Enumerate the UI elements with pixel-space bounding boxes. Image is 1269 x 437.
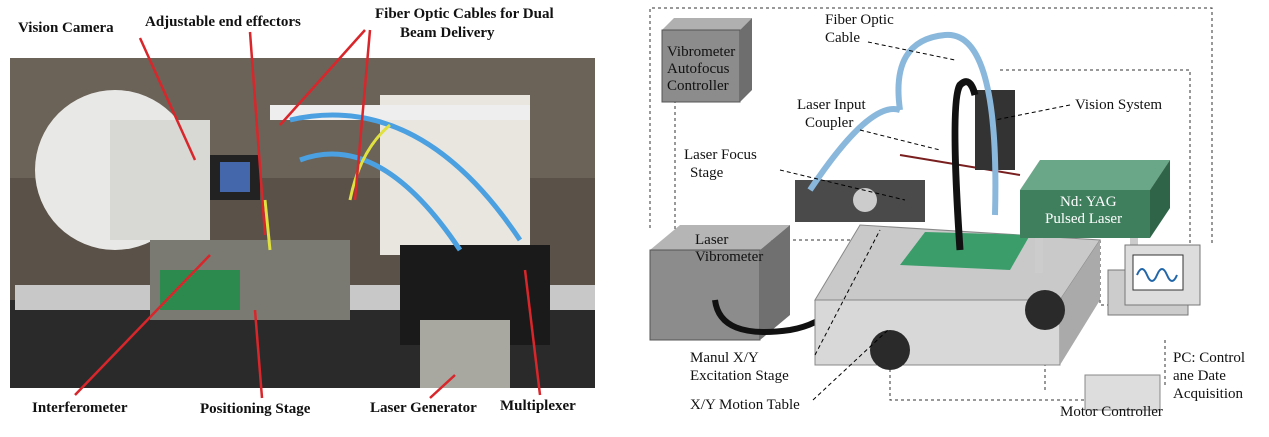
label-vibrometer-1: Laser (695, 232, 729, 248)
label-pc-2: ane Date (1173, 368, 1226, 384)
label-autofocus-3: Controller (667, 78, 729, 94)
motor-knob (870, 330, 910, 370)
motor-controller-box (1084, 374, 1161, 411)
label-vision-camera: Vision Camera (18, 20, 114, 36)
label-fiber-cable-2: Cable (825, 30, 860, 46)
label-motion-table: X/Y Motion Table (690, 397, 800, 413)
label-input-coupler-1: Laser Input (797, 97, 866, 113)
label-focus-stage-1: Laser Focus (684, 147, 757, 163)
label-excitation-2: Excitation Stage (690, 368, 789, 384)
system-diagram (649, 7, 1213, 411)
label-laser-generator: Laser Generator (370, 400, 477, 416)
label-autofocus-1: Vibrometer (667, 44, 736, 60)
label-autofocus-2: Autofocus (667, 61, 730, 77)
label-multiplexer: Multiplexer (500, 398, 576, 414)
autofocus-controller-box (661, 29, 741, 103)
label-positioning-stage: Positioning Stage (200, 401, 311, 417)
label-motor-controller: Motor Controller (1060, 404, 1163, 420)
label-input-coupler-2: Coupler (805, 115, 854, 131)
label-vision-system: Vision System (1075, 97, 1163, 113)
callout-arrows (74, 29, 542, 399)
label-focus-stage-2: Stage (690, 165, 724, 181)
vibrometer-box (649, 249, 761, 341)
label-end-effectors: Adjustable end effectors (145, 14, 301, 30)
label-pc-3: Acquisition (1173, 386, 1243, 402)
lab-photo (10, 58, 595, 388)
label-fiber-cables-2: Beam Delivery (400, 25, 495, 41)
label-fiber-cable-1: Fiber Optic (825, 12, 894, 28)
label-excitation-1: Manul X/Y (690, 350, 759, 366)
label-yag-1: Nd: YAG (1060, 194, 1117, 210)
label-vibrometer-2: Vibrometer (695, 249, 764, 265)
motion-table (814, 299, 1061, 366)
label-interferometer: Interferometer (32, 400, 128, 416)
label-pc-1: PC: Control (1173, 350, 1246, 366)
label-yag-2: Pulsed Laser (1045, 211, 1123, 227)
motor-knob (1025, 290, 1065, 330)
yag-laser-box (1020, 190, 1150, 238)
label-fiber-cables-1: Fiber Optic Cables for Dual (375, 6, 554, 22)
laser-generator-box (420, 320, 510, 388)
